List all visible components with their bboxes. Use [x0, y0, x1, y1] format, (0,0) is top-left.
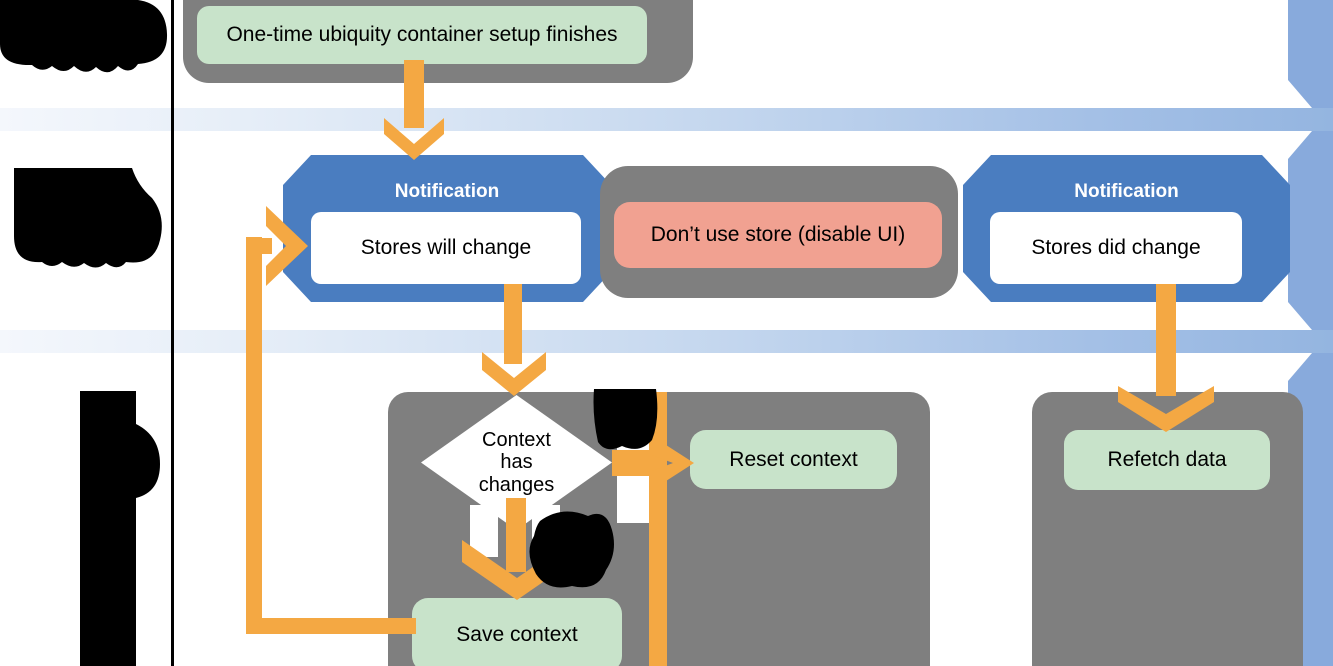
decision-line: Context — [482, 428, 551, 451]
notification-stores-will-change: Notification Stores will change — [283, 155, 611, 302]
reset-context-node: Reset context — [690, 430, 897, 489]
lane-separator-line — [171, 0, 174, 666]
redacted-label-middle-left — [14, 168, 162, 268]
lane-divider-band-1 — [0, 108, 1333, 131]
arrowhead-down — [482, 352, 546, 396]
setup-node-label: One-time ubiquity container setup finish… — [226, 23, 618, 46]
notification-body: Stores will change — [311, 212, 581, 284]
decision-line: has — [500, 451, 533, 474]
refetch-data-node: Refetch data — [1064, 430, 1270, 490]
decision-line: changes — [478, 473, 555, 496]
notification-title: Notification — [1074, 181, 1179, 202]
refetch-data-label: Refetch data — [1107, 448, 1227, 471]
setup-node: One-time ubiquity container setup finish… — [197, 6, 647, 64]
loop-top-segment — [246, 238, 272, 254]
notification-body-label: Stores did change — [1031, 236, 1201, 259]
dont-use-store-node: Don’t use store (disable UI) — [614, 202, 942, 268]
lane-divider-band-2 — [0, 330, 1333, 353]
notification-body-label: Stores will change — [360, 236, 532, 259]
reset-context-label: Reset context — [729, 447, 858, 471]
dont-use-store-label: Don’t use store (disable UI) — [650, 223, 906, 246]
notification-body: Stores did change — [990, 212, 1242, 284]
notification-title: Notification — [394, 181, 500, 202]
loop-vertical-segment — [246, 237, 262, 634]
redacted-label-bottom-left — [80, 391, 160, 666]
save-context-label: Save context — [456, 623, 578, 646]
notification-stores-did-change: Notification Stores did change — [963, 155, 1290, 302]
redacted-label-top-left — [0, 0, 168, 73]
save-context-node: Save context — [412, 598, 622, 666]
